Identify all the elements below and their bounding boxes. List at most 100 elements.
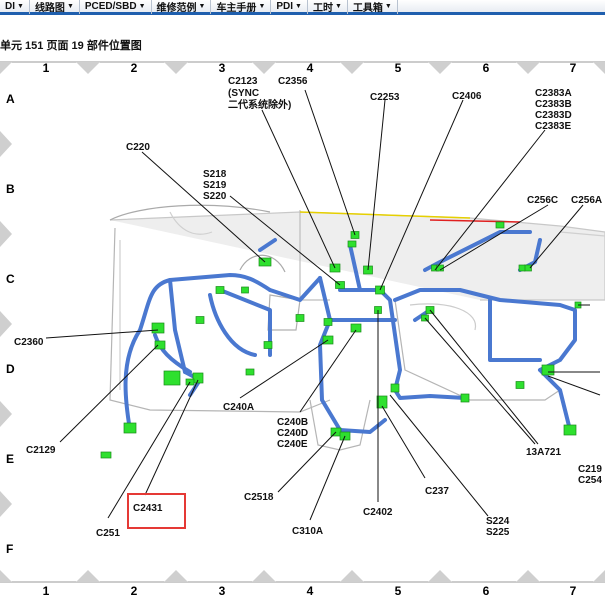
label-c237[interactable]: C237 [425, 486, 449, 497]
caret-down-icon: ▼ [138, 2, 146, 10]
label-c256a[interactable]: C256A [571, 195, 602, 206]
grid-chevron-top [340, 62, 364, 74]
connector-block [541, 364, 555, 376]
menu-item-label: 车主手册 [216, 2, 257, 14]
menu-bar: DI▼线路图▼PCED/SBD▼维修范例▼车主手册▼PDI▼工时▼工具箱▼ [0, 0, 605, 15]
connector-block [245, 368, 255, 376]
label-s224[interactable]: S224 [486, 516, 510, 527]
label-c240a[interactable]: C240A [223, 402, 254, 413]
label-s218[interactable]: S218 [203, 169, 227, 180]
grid-chevron-left [0, 131, 12, 157]
label-c2253[interactable]: C2253 [370, 92, 400, 103]
label-c220[interactable]: C220 [126, 142, 150, 153]
column-label: 2 [131, 61, 138, 75]
row-label: A [6, 92, 15, 106]
column-label: 4 [307, 61, 314, 75]
connector-block [263, 341, 273, 349]
label-c251[interactable]: C251 [96, 528, 120, 539]
column-label: 5 [395, 584, 402, 598]
grid-chevron-top [593, 62, 605, 74]
label-c310a[interactable]: C310A [292, 526, 323, 537]
connector-block [515, 381, 525, 389]
grid-chevron-bottom [76, 570, 100, 582]
label-c254[interactable]: C254 [578, 475, 602, 486]
row-label: B [6, 182, 15, 196]
label-c2129[interactable]: C2129 [26, 445, 56, 456]
leader-lines [45, 89, 601, 521]
caret-down-icon: ▼ [295, 2, 302, 10]
row-labels: A B C D E F [6, 92, 15, 556]
caret-down-icon: ▼ [384, 2, 392, 10]
caret-down-icon: ▼ [198, 2, 206, 10]
label-c2123-sync: (SYNC [228, 88, 259, 99]
label-c2402[interactable]: C2402 [363, 507, 393, 518]
connector-block [154, 340, 166, 350]
menu-item-0[interactable]: DI▼ [0, 0, 30, 14]
grid-chevron-top [428, 62, 452, 74]
connector-block [347, 240, 357, 248]
label-c219[interactable]: C219 [578, 464, 602, 475]
connector-block [195, 316, 205, 324]
connector-block [100, 451, 112, 459]
label-c2383a[interactable]: C2383A [535, 88, 572, 99]
menu-item-6[interactable]: 工时▼ [308, 0, 348, 14]
row-label: D [6, 362, 15, 376]
label-c2383e[interactable]: C2383E [535, 121, 571, 132]
label-c240d[interactable]: C240D [277, 428, 308, 439]
connector-block [151, 322, 165, 334]
label-c2518[interactable]: C2518 [244, 492, 274, 503]
label-c2356[interactable]: C2356 [278, 76, 308, 87]
menu-item-5[interactable]: PDI▼ [271, 0, 308, 14]
connector-block [563, 424, 577, 436]
menu-item-1[interactable]: 线路图▼ [30, 0, 80, 14]
connector-block [241, 286, 249, 294]
label-c2360[interactable]: C2360 [14, 337, 44, 348]
menu-item-7[interactable]: 工具箱▼ [348, 0, 398, 14]
column-label: 1 [43, 584, 50, 598]
column-label: 5 [395, 61, 402, 75]
label-c2123[interactable]: C2123 [228, 76, 258, 87]
label-13a721[interactable]: 13A721 [526, 447, 561, 458]
grid-chevron-bottom [593, 570, 605, 582]
label-c2406[interactable]: C2406 [452, 91, 482, 102]
label-c2431[interactable]: C2431 [133, 503, 163, 514]
row-label: F [6, 542, 13, 556]
label-c240e[interactable]: C240E [277, 439, 308, 450]
grid-chevron-bottom [252, 570, 276, 582]
label-c240b[interactable]: C240B [277, 417, 308, 428]
caret-down-icon: ▼ [334, 2, 342, 10]
label-c2123-note: 二代系统除外) [228, 98, 291, 111]
connector-block [518, 264, 526, 272]
label-s225[interactable]: S225 [486, 527, 510, 538]
menu-item-label: 工具箱 [352, 2, 383, 14]
grid-chevron-top [76, 62, 100, 74]
label-c256c[interactable]: C256C [527, 195, 558, 206]
connector-block [376, 395, 388, 409]
menu-item-3[interactable]: 维修范例▼ [152, 0, 212, 14]
connector-block [460, 393, 470, 403]
column-label: 3 [219, 61, 226, 75]
connector-block [390, 383, 400, 393]
connector-block [350, 323, 362, 333]
grid-chevron-top [164, 62, 188, 74]
connector-block [495, 221, 505, 229]
connector-block [323, 318, 333, 326]
connector-block [163, 370, 181, 386]
label-c2383b[interactable]: C2383B [535, 99, 572, 110]
label-c2383d[interactable]: C2383D [535, 110, 572, 121]
row-label: C [6, 272, 15, 286]
grid-chevron-left [0, 401, 12, 427]
menu-item-2[interactable]: PCED/SBD▼ [80, 0, 152, 14]
c2431-highlight-box[interactable] [127, 493, 186, 529]
menu-item-label: 线路图 [34, 2, 65, 14]
connector-block [123, 422, 137, 434]
menu-item-4[interactable]: 车主手册▼ [211, 0, 272, 14]
connector-block [295, 314, 305, 322]
label-s220[interactable]: S220 [203, 191, 227, 202]
grid-chevron-top [516, 62, 540, 74]
row-label: E [6, 452, 14, 466]
label-s219[interactable]: S219 [203, 180, 227, 191]
menu-item-label: 工时 [312, 2, 333, 14]
